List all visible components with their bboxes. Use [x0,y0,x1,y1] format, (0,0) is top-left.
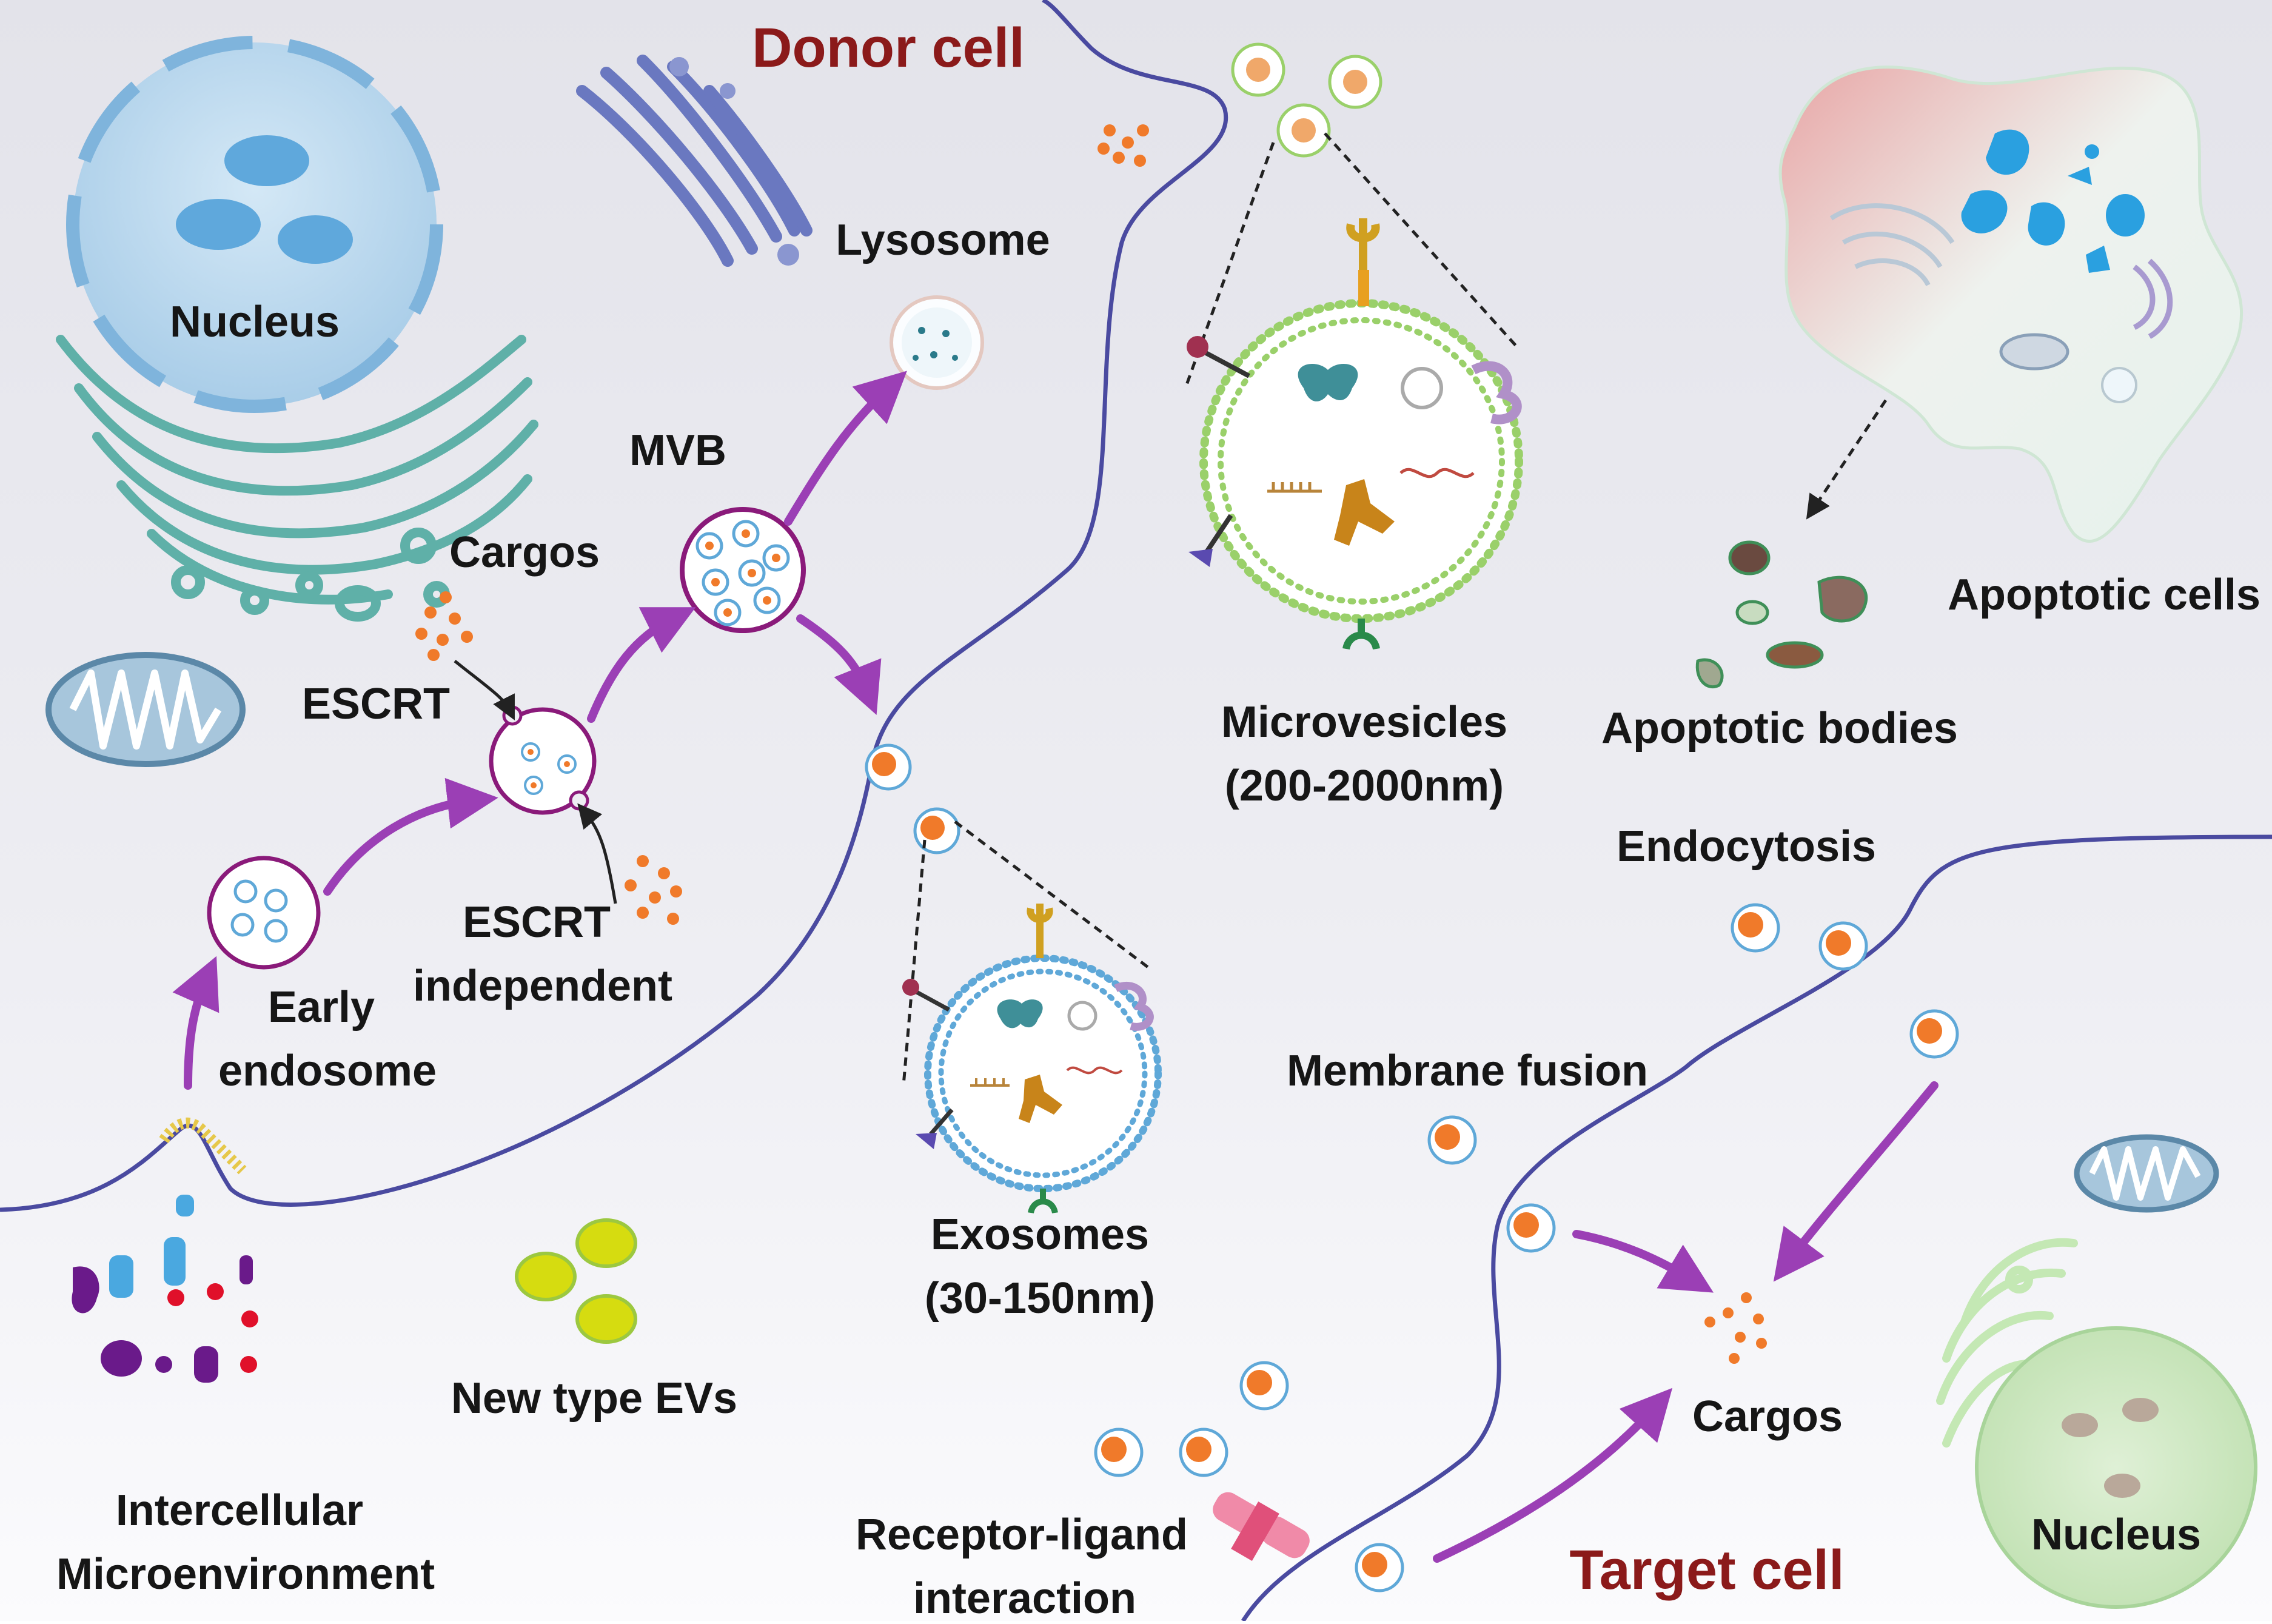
arrow-escrt-independent [577,803,617,904]
nucleus-target [1975,1326,2257,1609]
mvb [680,507,806,633]
microvesicles-budding [1231,42,1382,158]
arrow-mvb-to-lysosome [784,371,907,526]
receptor-protein [1213,1492,1310,1561]
arrow-membrane-to-endosome [172,956,219,1090]
cargo-dots-target [1704,1292,1767,1364]
exosome-zoom-line-left [902,839,927,1086]
endocytosis-label: Endocytosis [1617,822,1876,871]
cargo-dots-donor [415,591,473,661]
fusion-exosomes [1427,1115,1556,1253]
arrow-endosome-to-escrt [323,777,498,896]
new-type-evs-label: New type EVs [451,1374,737,1423]
arrow-apoptotic [1806,399,1888,520]
cargo-dots-escrt-independent [625,855,682,925]
donor-cell-membrane [0,0,1228,1212]
nucleus-donor [66,36,443,413]
exosomes-label-1: Exosomes [931,1210,1149,1259]
microvesicle-zoom-line-right [1324,132,1517,347]
escrt-vesicle [489,705,597,815]
microvesicle-detail [1187,218,1523,650]
mitochondrion-target [2074,1134,2219,1213]
microenvironment-molecules [72,1195,258,1383]
arrow-cargo-to-escrt [454,660,515,720]
membrane-bud-receptors [159,1117,247,1175]
exosome-zoom-line-right [954,820,1153,971]
escrt-independent-label-2: independent [413,962,672,1010]
nucleus-donor-label: Nucleus [170,298,340,346]
escrt-independent-label-1: ESCRT [463,898,611,947]
mvb-label: MVB [629,426,726,475]
pathway-arrows [172,371,1939,1563]
endoplasmic-reticulum [56,335,538,622]
apoptotic-bodies [1695,540,1868,689]
cargos-donor-label: Cargos [449,528,600,577]
exosomes-label-2: (30-150nm) [925,1274,1155,1323]
apoptotic-bodies-label: Apoptotic bodies [1601,704,1958,753]
nucleus-target-label: Nucleus [2031,1511,2201,1559]
exosome-detail [902,904,1162,1214]
endocytosis-exosomes [1731,903,1959,1059]
early-endosome-label-2: endosome [218,1047,437,1095]
membrane-fusion-label: Membrane fusion [1287,1047,1648,1095]
apoptotic-cell [1778,65,2244,543]
new-type-evs [515,1218,637,1344]
target-cell-title: Target cell [1569,1539,1844,1601]
arrow-fusion-to-cargos [1572,1230,1714,1293]
arrow-endocytosis-to-cargos [1773,1081,1939,1282]
arrow-mvb-to-membrane [796,614,882,715]
microenvironment-label-1: Intercellular [116,1486,363,1535]
target-cell-membrane [1241,834,2272,1622]
microvesicles-label-1: Microvesicles [1221,698,1507,747]
arrow-escrt-to-mvb [587,607,696,723]
arrow-to-target-cargos [1433,1387,1673,1563]
lysosome [890,295,984,390]
lysosome-label: Lysosome [836,216,1050,264]
apoptotic-cells-label: Apoptotic cells [1948,571,2260,619]
donor-cell-title: Donor cell [752,17,1025,79]
receptor-ligand-label-1: Receptor-ligand [856,1511,1188,1559]
cargo-dots-donor-top [1097,124,1149,167]
escrt-label: ESCRT [302,680,450,728]
microvesicles-label-2: (200-2000nm) [1225,762,1504,810]
cargos-target-label: Cargos [1692,1392,1843,1441]
microenvironment-label-2: Microenvironment [56,1550,435,1599]
early-endosome-label-1: Early [268,983,375,1032]
mitochondrion-donor [45,652,246,767]
early-endosome [207,856,321,970]
golgi-donor [576,55,813,267]
exosomes-released [865,743,960,854]
receptor-ligand-exosomes [1094,1361,1404,1592]
receptor-ligand-label-2: interaction [913,1574,1136,1621]
